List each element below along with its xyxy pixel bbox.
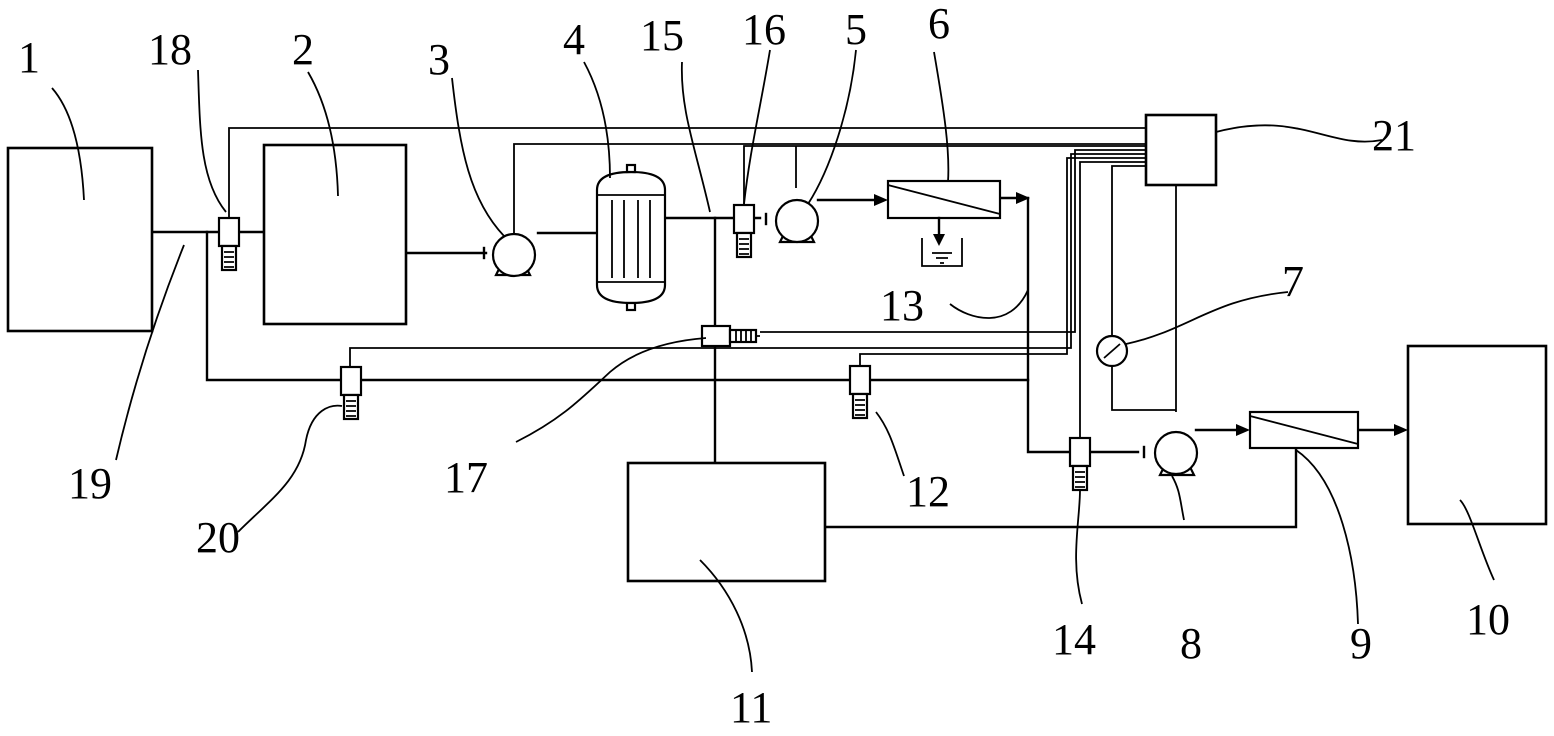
- label-14: 14: [1052, 615, 1096, 664]
- label-4: 4: [563, 15, 585, 64]
- valve-18: [217, 216, 241, 272]
- tank-2: [262, 143, 408, 326]
- valve-20: [339, 365, 363, 421]
- pump-5: [764, 198, 820, 244]
- label-9: 9: [1350, 619, 1372, 668]
- label-17: 17: [444, 453, 488, 502]
- valve-14: [1068, 436, 1092, 492]
- label-18: 18: [148, 25, 192, 74]
- label-16: 16: [742, 5, 786, 54]
- label-7: 7: [1282, 257, 1304, 306]
- label-11: 11: [730, 683, 772, 732]
- label-1: 1: [18, 33, 40, 82]
- vessel-4: [595, 163, 667, 312]
- pump-8: [1142, 430, 1199, 477]
- valve-16: [732, 203, 756, 259]
- tank-1: [6, 146, 154, 333]
- flow-arrows: [874, 192, 1408, 436]
- label-5: 5: [845, 5, 867, 54]
- filter-6: [886, 179, 1002, 267]
- component-labels: 1 18 2 3 4 15 16 5 6 21 7 13 17 12 19 20…: [18, 0, 1510, 732]
- tank-10: [1406, 344, 1548, 526]
- leader-lines: [51, 49, 1495, 673]
- controller-21: [1144, 113, 1218, 187]
- label-10: 10: [1466, 595, 1510, 644]
- label-20: 20: [196, 513, 240, 562]
- label-21: 21: [1372, 111, 1416, 160]
- label-19: 19: [68, 459, 112, 508]
- filter-9: [1248, 410, 1360, 450]
- gauge-7: [1095, 334, 1129, 368]
- label-15: 15: [640, 11, 684, 60]
- label-8: 8: [1180, 619, 1202, 668]
- valve-17: [700, 324, 758, 348]
- tank-11: [626, 461, 827, 583]
- pump-3: [482, 232, 537, 278]
- label-3: 3: [428, 35, 450, 84]
- label-13: 13: [880, 281, 924, 330]
- label-12: 12: [906, 467, 950, 516]
- valve-12: [848, 364, 872, 420]
- label-2: 2: [292, 25, 314, 74]
- label-6: 6: [928, 0, 950, 48]
